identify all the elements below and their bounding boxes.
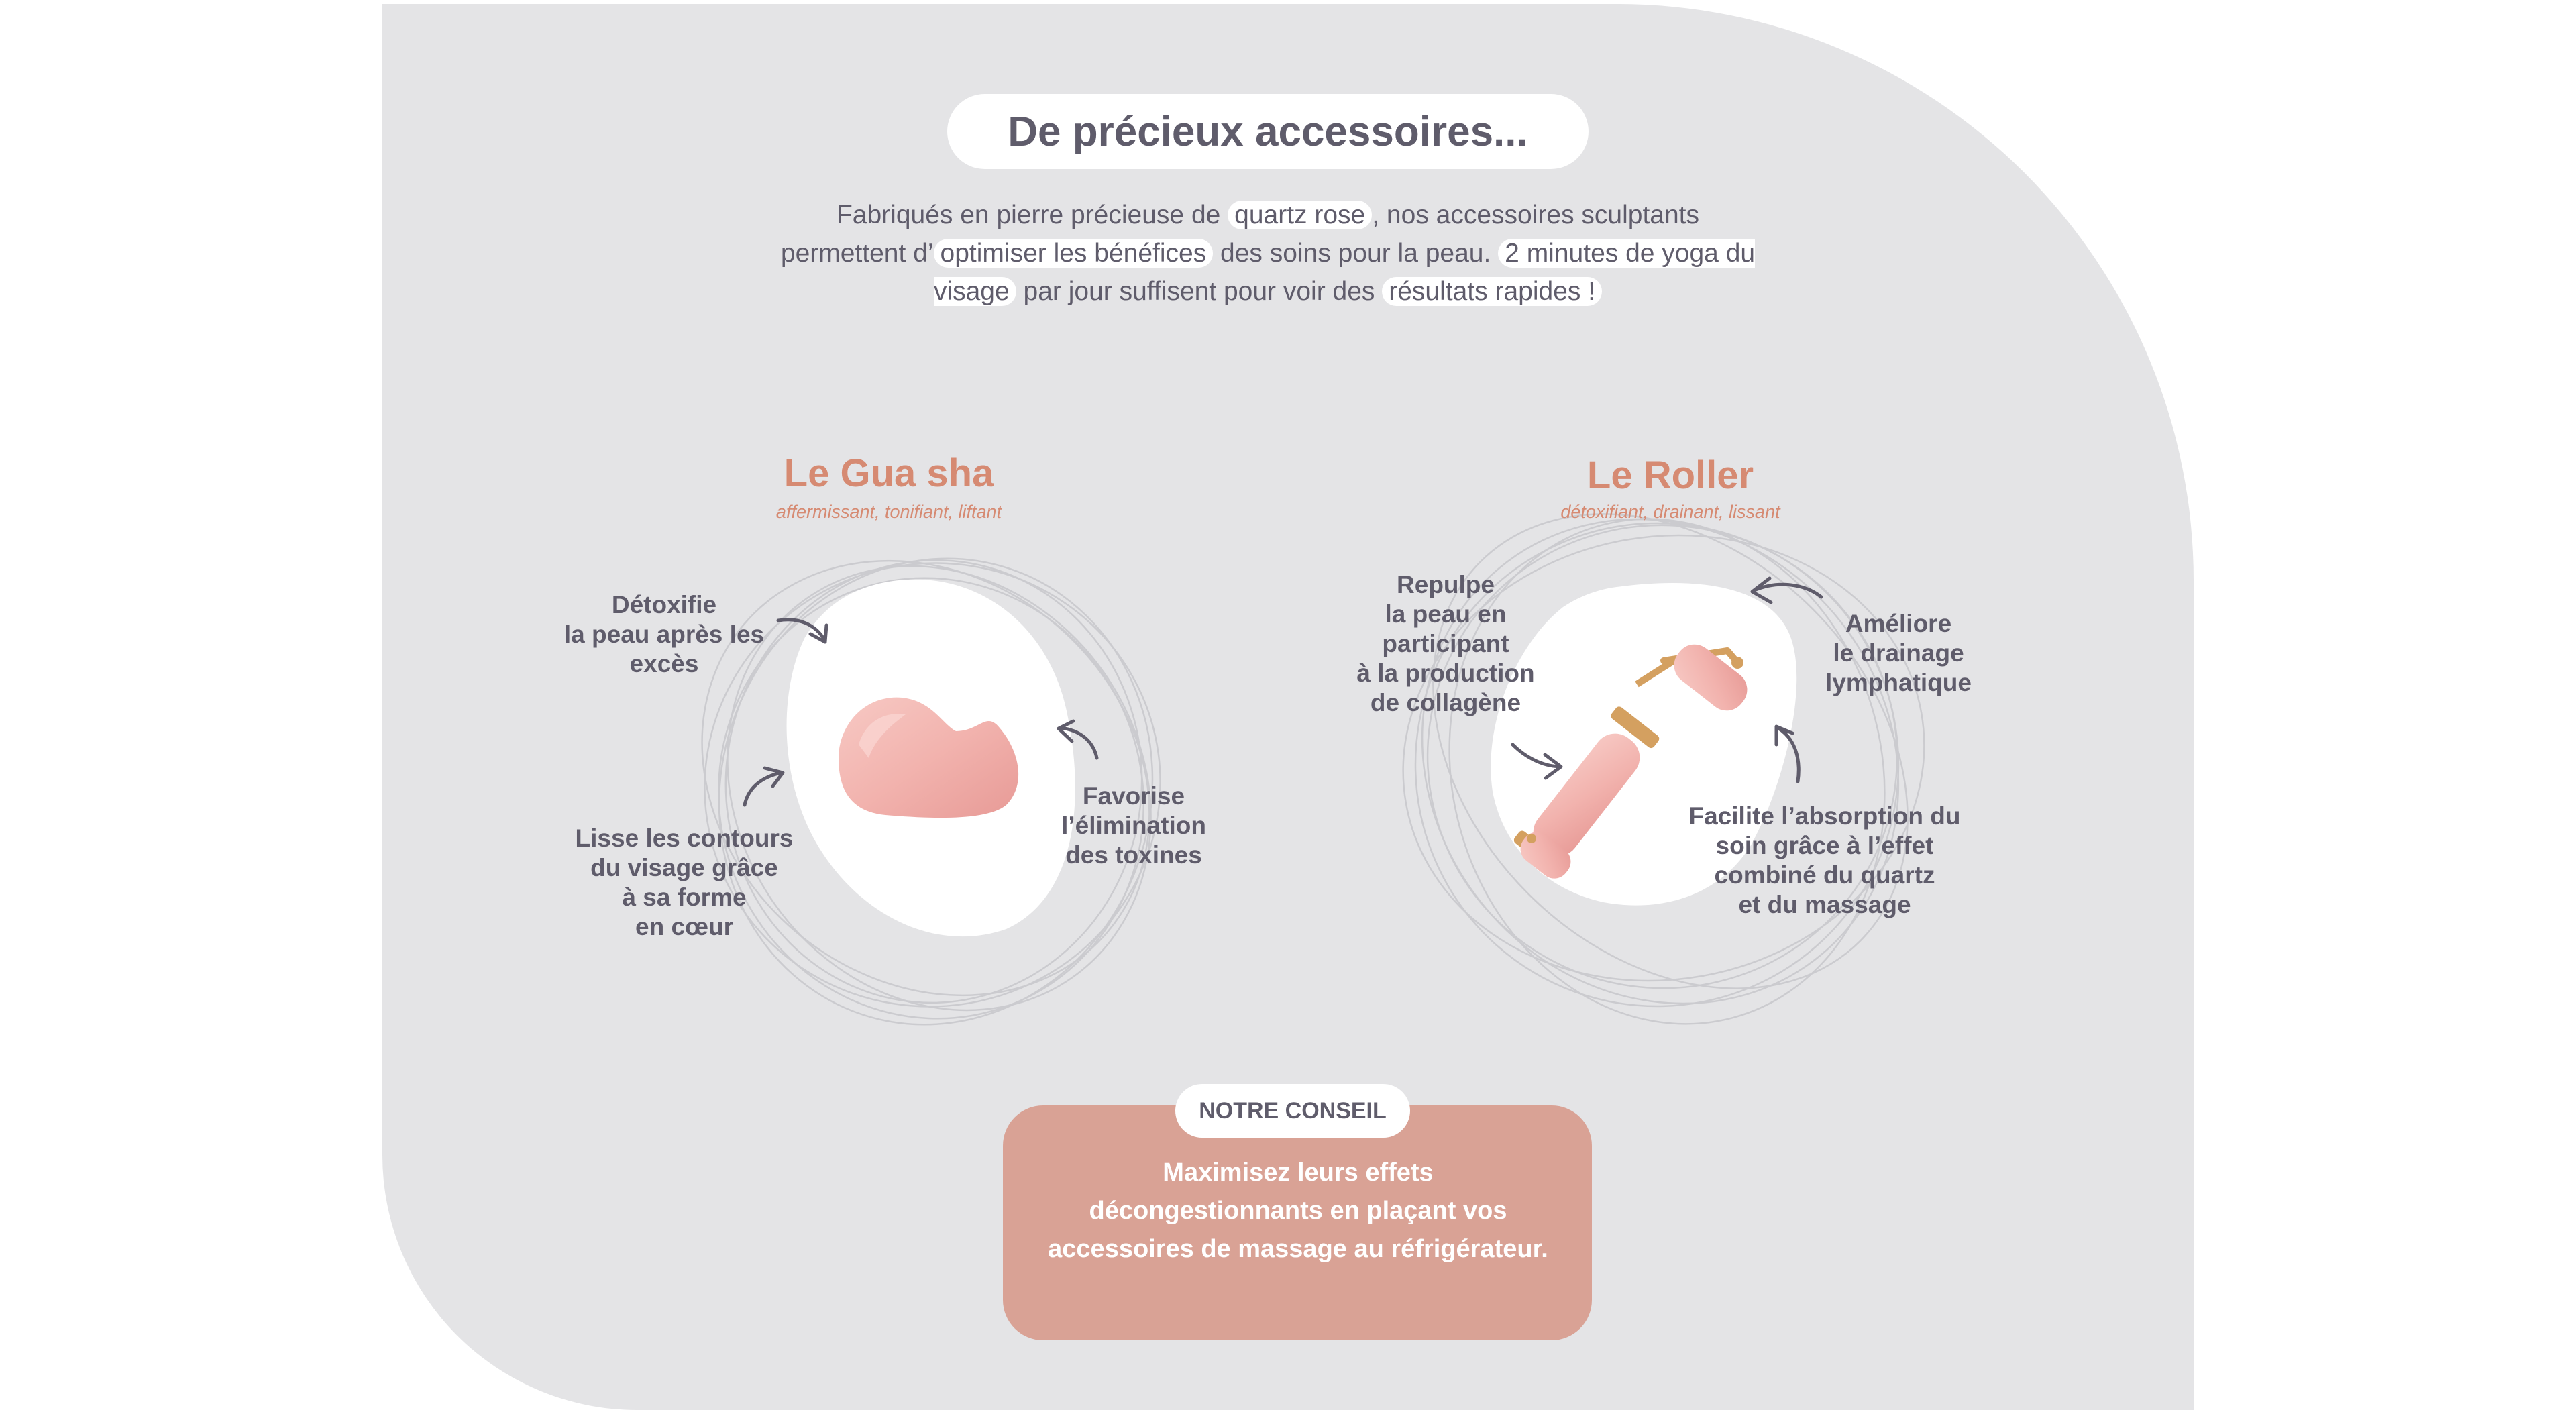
tip-text: Maximisez leurs effets décongestionnants… xyxy=(1048,1158,1548,1263)
roller-scribble xyxy=(1402,513,1925,1025)
intro-paragraph: Fabriqués en pierre précieuse de quartz … xyxy=(778,196,1758,311)
benefit-text: Facilite l’absorption du soin grâce à l’… xyxy=(1688,802,1961,918)
guasha-scribble xyxy=(701,557,1161,1026)
arrow-icon xyxy=(1511,743,1562,769)
benefit-text: Lisse les contours du visage grâce à sa … xyxy=(575,824,794,940)
intro-text-1: Fabriqués en pierre précieuse de xyxy=(836,201,1228,229)
guasha-stone-icon xyxy=(839,697,1019,818)
benefit-text: Repulpe la peau en participant à la prod… xyxy=(1356,571,1535,716)
roller-benefit-drainage: Améliore le drainage lymphatique xyxy=(1811,609,1986,698)
arrow-icon xyxy=(776,618,827,643)
arrow-icon xyxy=(1752,582,1823,599)
intro-text-4: par jour suffisent pour voir des xyxy=(1016,277,1383,306)
arrow-icon xyxy=(1058,726,1099,760)
tip-badge: NOTRE CONSEIL xyxy=(1175,1084,1410,1138)
guasha-benefit-detox: Détoxifie la peau après les excès xyxy=(557,590,771,679)
arrow-icons xyxy=(743,576,1823,807)
guasha-benefit-contours: Lisse les contours du visage grâce à sa … xyxy=(570,824,798,942)
guasha-subtitle: affermissant, tonifiant, liftant xyxy=(775,502,1002,522)
benefit-text: Favorise l’élimination des toxines xyxy=(1061,782,1206,869)
page-title: De précieux accessoires... xyxy=(947,94,1589,169)
intro-text-3: des soins pour la peau. xyxy=(1213,239,1499,268)
guasha-title: Le Gua sha xyxy=(784,451,994,495)
intro-highlight-benefits: optimiser les bénéfices xyxy=(933,239,1214,268)
intro-text-2: , nos accessoires sculptants permettent … xyxy=(780,201,1699,268)
arrow-icon xyxy=(1776,726,1801,783)
benefit-text: Améliore le drainage lymphatique xyxy=(1825,610,1972,696)
arrow-icon xyxy=(743,771,784,807)
roller-icon xyxy=(1513,644,1748,879)
roller-benefit-absorption: Facilite l’absorption du soin grâce à l’… xyxy=(1677,802,1972,920)
roller-benefit-collagen: Repulpe la peau en participant à la prod… xyxy=(1338,570,1553,718)
intro-highlight-results: résultats rapides ! xyxy=(1382,277,1603,306)
tip-box xyxy=(1003,1105,1592,1340)
intro-highlight-quartz: quartz rose xyxy=(1228,201,1373,229)
benefit-text: Détoxifie la peau après les excès xyxy=(564,591,765,677)
roller-subtitle: détoxifiant, drainant, lissant xyxy=(1560,502,1780,522)
guasha-benefit-toxins: Favorise l’élimination des toxines xyxy=(1046,781,1221,870)
roller-title: Le Roller xyxy=(1587,453,1754,497)
